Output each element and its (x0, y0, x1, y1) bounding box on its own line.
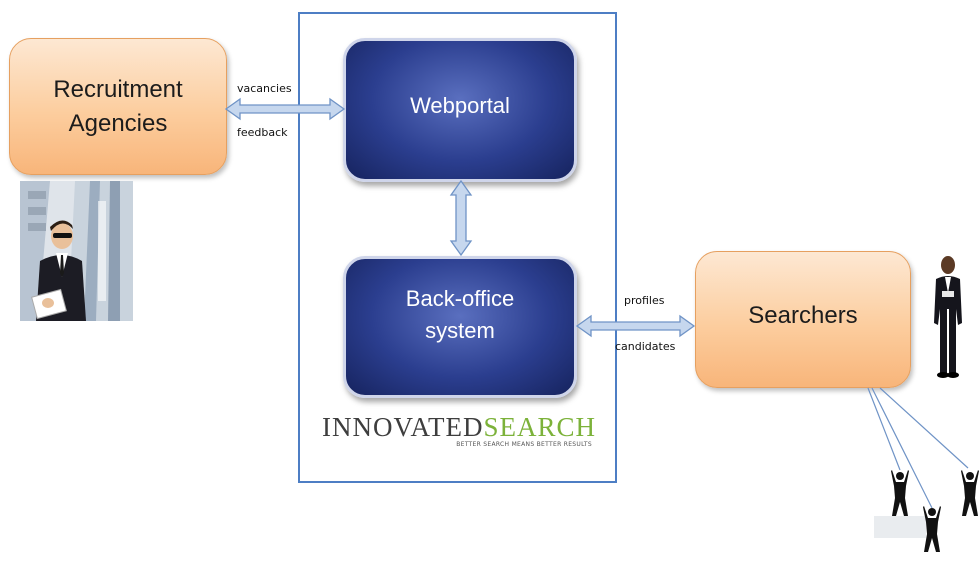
flow-label-vacancies: vacancies (237, 82, 292, 95)
searchers-link-line (879, 387, 969, 469)
recruitment-agencies-node: Recruitment Agencies (9, 38, 227, 175)
searchers-node: Searchers (695, 251, 911, 388)
person-silhouette (923, 506, 941, 552)
back-office-label: Back-office system (405, 286, 515, 343)
flow-label-candidates: candidates (615, 340, 676, 353)
person-silhouette (961, 470, 979, 516)
flow-label-feedback: feedback (237, 126, 288, 139)
searchers-link-line (871, 387, 933, 509)
webportal-backoffice-arrow (449, 179, 473, 257)
searchers-crowd-figures (874, 470, 979, 552)
recruitment-agencies-label: Recruitment Agencies (53, 75, 183, 137)
webportal-label: Webportal (410, 93, 510, 118)
logo-name-part1: INNOVATED (322, 412, 484, 442)
agencies-webportal-arrow (224, 97, 346, 121)
businessman-illustration (20, 181, 133, 321)
backoffice-searchers-arrow (575, 314, 696, 338)
innovatedsearch-logo: INNOVATEDSEARCH Better search means bett… (322, 412, 600, 448)
person-silhouette (874, 470, 926, 538)
flow-label-profiles: profiles (624, 294, 665, 307)
system-boundary-frame (298, 12, 617, 483)
searchers-label: Searchers (748, 301, 858, 329)
webportal-node: Webportal (343, 38, 577, 182)
logo-tagline: Better search means better results (456, 441, 592, 448)
back-office-node: Back-office system (343, 256, 577, 398)
presenter-figure (934, 256, 962, 378)
searchers-link-line (867, 387, 901, 471)
logo-name-part2: SEARCH (483, 412, 597, 442)
